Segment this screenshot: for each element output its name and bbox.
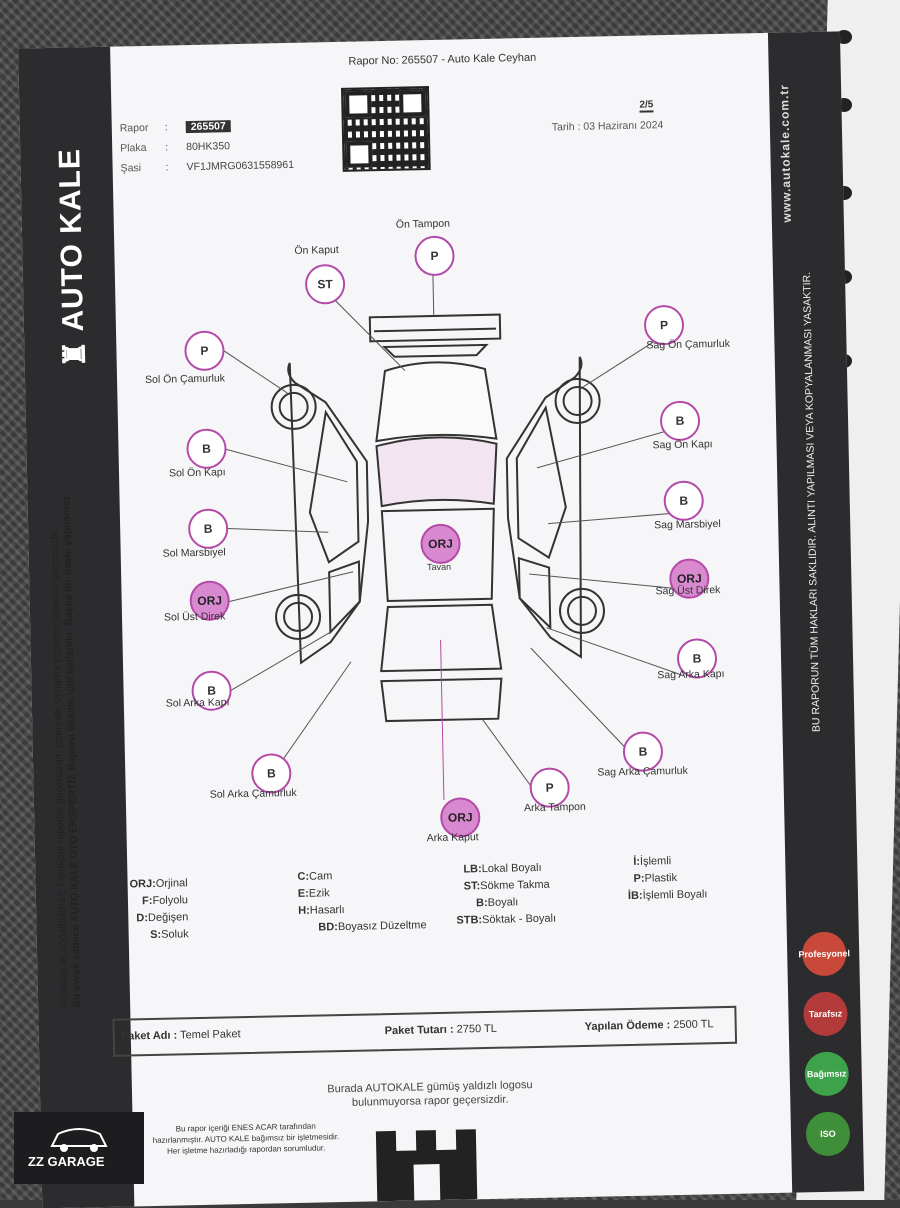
report-responsibility-note: Bu rapor içeriği ENES ACAR tarafından ha… bbox=[152, 1121, 340, 1156]
badge-bagimsiz: Bağımsız bbox=[804, 1051, 850, 1097]
car-diagram bbox=[220, 273, 682, 800]
badge-iso: ISO bbox=[805, 1111, 851, 1157]
car-icon bbox=[50, 1128, 108, 1152]
legend-col-1: ORJ:Orjinal F:Folyolu D:Değişen S:Soluk bbox=[129, 877, 189, 942]
zz-garage-watermark: ZZ GARAGE bbox=[14, 1112, 144, 1184]
legend-col-2: C:Cam E:Ezik H:Hasarlı BD:Boyasız Düzelt… bbox=[297, 870, 427, 934]
castle-logo bbox=[375, 1129, 478, 1202]
legend-col-4: İ:İşlemli P:Plastik İB:İşlemli Boyalı bbox=[627, 855, 708, 903]
report-paper: ♜ AUTO KALE Fotokopi ile çoğaltılamaz. F… bbox=[18, 31, 865, 1208]
silver-logo-note: Burada AUTOKALE gümüş yaldızlı logosu bu… bbox=[327, 1079, 533, 1109]
legend-col-3: LB:Lokal Boyalı ST:Sökme Takma B:Boyalı … bbox=[456, 861, 557, 927]
